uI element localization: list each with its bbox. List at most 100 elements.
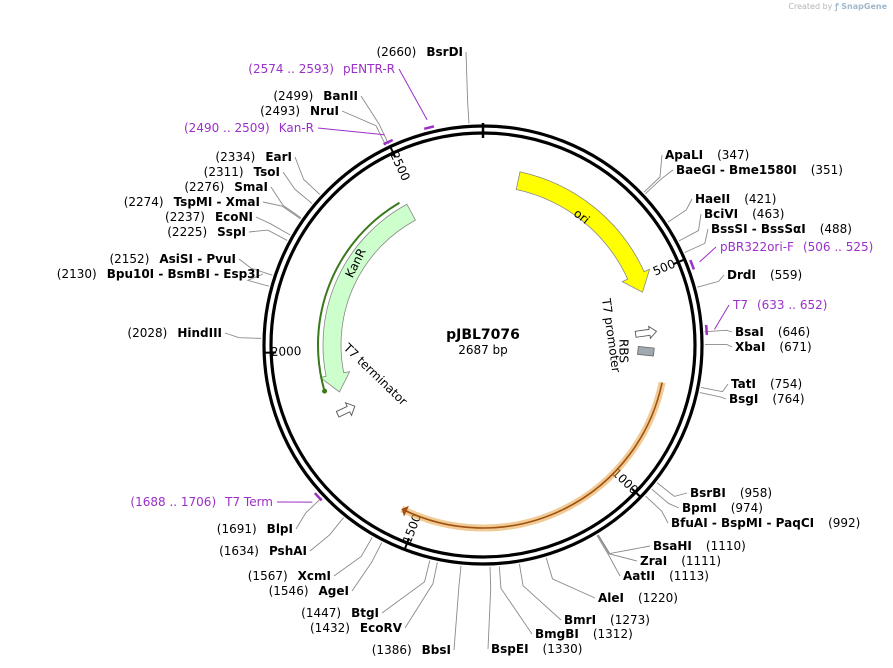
enzyme-name[interactable]: NruI — [310, 104, 339, 118]
primer-name: Kan-R — [279, 121, 314, 135]
enzyme-label-EarI: (2334) EarI — [215, 150, 292, 164]
snapgene-credit[interactable]: Created by ꝭ SnapGene — [788, 1, 887, 12]
enzyme-leader-HaeII — [667, 198, 693, 223]
enzyme-position: (1567) — [248, 569, 288, 583]
enzyme-name[interactable]: BtgI — [351, 606, 379, 620]
primer-name: T7 Term — [224, 495, 273, 509]
enzyme-name[interactable]: TsoI — [254, 165, 280, 179]
enzyme-name[interactable]: BsmBI — [168, 267, 210, 281]
enzyme-name[interactable]: SspI — [217, 225, 246, 239]
enzyme-name[interactable]: BaeGI — [676, 163, 716, 177]
t7-promoter-shape — [634, 325, 658, 340]
orf-arrowhead — [401, 505, 409, 517]
enzyme-name[interactable]: AsiSI — [159, 252, 193, 266]
enzyme-leader-HindIII — [224, 332, 262, 339]
enzyme-label-EcoRV: (1432)EcoRV — [310, 621, 403, 635]
enzyme-name[interactable]: BssSαI — [761, 222, 806, 236]
kanr-orf-line — [317, 201, 400, 390]
enzyme-position: (2274) — [124, 195, 164, 209]
enzyme-position: (764) — [772, 392, 804, 406]
enzyme-name[interactable]: PvuI — [206, 252, 236, 266]
enzyme-label-NruI: (2493)NruI — [260, 104, 339, 118]
enzyme-name[interactable]: BpmI — [682, 501, 717, 515]
enzyme-position: (671) — [779, 340, 811, 354]
enzyme-name[interactable]: ApaLI — [665, 148, 703, 162]
enzyme-name[interactable]: Esp3I — [223, 267, 260, 281]
enzyme-position: (351) — [811, 163, 843, 177]
enzyme-name[interactable]: BmrI — [564, 613, 596, 627]
t7-promoter-arrow — [634, 325, 658, 340]
enzyme-name[interactable]: TatI — [731, 377, 756, 391]
enzyme-name[interactable]: Bpu10I — [107, 267, 154, 281]
enzyme-name[interactable]: BbsI — [422, 643, 451, 657]
enzyme-name[interactable]: EarI — [265, 150, 292, 164]
enzyme-separator: - — [716, 163, 729, 177]
enzyme-name[interactable]: AleI — [598, 591, 624, 605]
enzyme-label-ApaLI: ApaLI(347) — [665, 148, 749, 162]
enzyme-name[interactable]: HindIII — [177, 326, 222, 340]
enzyme-name[interactable]: BmgBI — [535, 627, 579, 641]
enzyme-label-BbsI: (1386)BbsI — [372, 643, 451, 657]
enzyme-name[interactable]: Bme1580I — [729, 163, 797, 177]
enzyme-name[interactable]: XmaI — [226, 195, 260, 209]
enzyme-position: (2660) — [376, 45, 416, 59]
primer-range: (2574 .. 2593) — [248, 62, 334, 76]
enzyme-name[interactable]: BsaHI — [653, 539, 692, 553]
enzyme-name[interactable]: BanII — [323, 89, 358, 103]
enzyme-position: (1113) — [669, 569, 709, 583]
enzyme-position: (1273) — [610, 613, 650, 627]
enzyme-leader-BssSI — [684, 228, 709, 253]
enzyme-name[interactable]: BsaI — [735, 325, 764, 339]
enzyme-name[interactable]: DrdI — [727, 268, 756, 282]
enzyme-label-BfuAI: BfuAI - BspMI - PaqCI(992) — [671, 516, 860, 530]
enzyme-name[interactable]: EcoRV — [360, 621, 403, 635]
tick-mark-2500 — [389, 147, 397, 158]
enzyme-leader-Bpu10I — [246, 273, 270, 287]
enzyme-leader-BsrBI — [656, 482, 688, 497]
enzyme-name[interactable]: BsrDI — [426, 45, 463, 59]
enzyme-name[interactable]: BsrBI — [690, 486, 726, 500]
enzyme-position: (1634) — [219, 544, 259, 558]
enzyme-name[interactable]: BlpI — [267, 522, 293, 536]
enzyme-name[interactable]: BciVI — [704, 207, 738, 221]
enzyme-name[interactable]: SmaI — [234, 180, 268, 194]
enzyme-position: (1330) — [543, 642, 583, 656]
enzyme-name[interactable]: BsgI — [729, 392, 758, 406]
enzyme-name[interactable]: BfuAI — [671, 516, 708, 530]
enzyme-leader-BbsI — [453, 565, 462, 651]
enzyme-name[interactable]: AatII — [623, 569, 655, 583]
enzyme-name[interactable]: XbaI — [735, 340, 765, 354]
enzyme-position: (1111) — [681, 554, 721, 568]
enzyme-position: (2334) — [215, 150, 255, 164]
enzyme-separator: - — [210, 267, 223, 281]
ori-arrow — [515, 171, 651, 293]
enzyme-leader-PshAI — [309, 517, 344, 552]
enzyme-name[interactable]: EcoNI — [215, 210, 253, 224]
enzyme-position: (1447) — [301, 606, 341, 620]
enzyme-name[interactable]: BssSI — [711, 222, 748, 236]
enzyme-position: (463) — [752, 207, 784, 221]
enzyme-leader-BspEI — [487, 566, 492, 650]
enzyme-name[interactable]: TspMI — [174, 195, 213, 209]
enzyme-label-BspEI: BspEI (1330) — [491, 642, 582, 656]
enzyme-name[interactable]: ZraI — [640, 554, 667, 568]
enzyme-name[interactable]: AgeI — [319, 584, 349, 598]
enzyme-name[interactable]: BspEI — [491, 642, 529, 656]
enzyme-position: (974) — [731, 501, 763, 515]
enzyme-label-SmaI: (2276)SmaI — [184, 180, 268, 194]
enzyme-name[interactable]: HaeII — [695, 192, 730, 206]
kanr-orf-tip — [322, 388, 328, 394]
enzyme-leader-XbaI — [704, 344, 733, 348]
enzyme-leader-BmgBI — [498, 566, 533, 635]
enzyme-name[interactable]: XcmI — [298, 569, 331, 583]
enzyme-name[interactable]: PshAI — [269, 544, 307, 558]
tick-mark-1500 — [404, 537, 410, 549]
snapgene-logo-icon: ꝭ — [834, 2, 839, 11]
enzyme-name[interactable]: PaqCI — [776, 516, 814, 530]
credit-brand: SnapGene — [841, 2, 887, 11]
enzyme-leader-TspMI — [262, 201, 301, 220]
enzyme-separator: - — [762, 516, 775, 530]
enzyme-name[interactable]: BspMI — [721, 516, 762, 530]
primer-label-Kan-R: (2490 .. 2509)Kan-R — [184, 121, 314, 135]
